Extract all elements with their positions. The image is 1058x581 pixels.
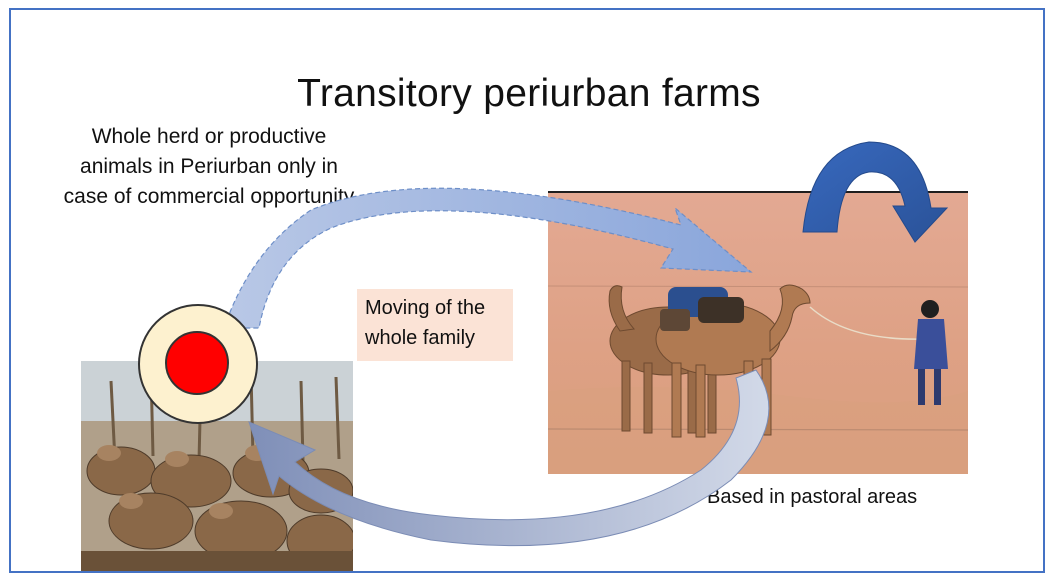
desert-photo xyxy=(548,191,968,474)
slide-title: Transitory periurban farms xyxy=(11,72,1045,116)
camel-market-photo xyxy=(81,361,353,573)
pastoral-areas-caption: Based in pastoral areas xyxy=(707,486,917,509)
slide: Transitory periurban farms Whole herd or… xyxy=(9,8,1045,573)
left-note: Whole herd or productive animals in Peri… xyxy=(59,122,359,212)
moving-family-label: Moving of the whole family xyxy=(357,289,513,361)
